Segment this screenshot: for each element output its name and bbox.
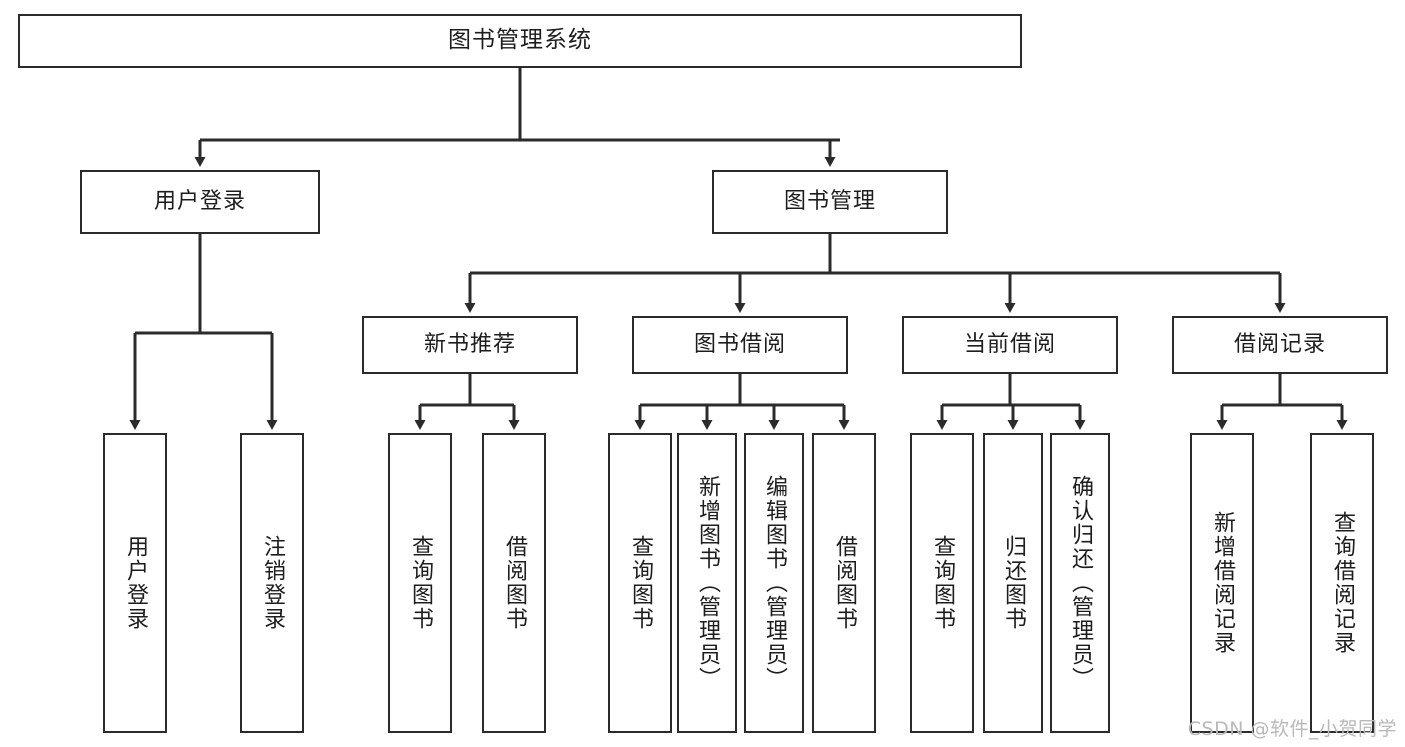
node-leaf-return-book-label: 归还图书 [1000, 535, 1026, 631]
node-borrow-record-label: 借阅记录 [1233, 331, 1326, 357]
node-leaf-user-login[interactable]: 用户登录 [103, 433, 167, 733]
node-leaf-query-book-1-label: 查询图书 [407, 535, 433, 631]
node-book-manage-label: 图书管理 [783, 188, 876, 214]
node-leaf-query-book-2-label: 查询图书 [627, 535, 653, 631]
node-leaf-logout-label: 注销登录 [259, 535, 285, 631]
node-leaf-borrow-book-1[interactable]: 借阅图书 [482, 433, 546, 733]
node-root[interactable]: 图书管理系统 [18, 14, 1022, 68]
node-book-borrow-label: 图书借阅 [693, 331, 786, 357]
node-leaf-query-book-3-label: 查询图书 [929, 535, 955, 631]
node-root-label: 图书管理系统 [448, 27, 592, 54]
node-leaf-query-record-label: 查询借阅记录 [1329, 511, 1355, 655]
node-leaf-borrow-book-2[interactable]: 借阅图书 [812, 433, 876, 733]
node-leaf-add-book[interactable]: 新增图书（管理员） [677, 433, 737, 733]
node-leaf-return-book[interactable]: 归还图书 [983, 433, 1043, 733]
node-leaf-logout[interactable]: 注销登录 [240, 433, 304, 733]
node-book-borrow[interactable]: 图书借阅 [632, 316, 848, 374]
node-new-book-recommend-label: 新书推荐 [423, 331, 516, 357]
node-user-login[interactable]: 用户登录 [80, 170, 320, 234]
node-book-manage[interactable]: 图书管理 [712, 170, 948, 234]
node-leaf-confirm-return-label: 确认归还（管理员） [1067, 475, 1093, 691]
node-leaf-query-record[interactable]: 查询借阅记录 [1310, 433, 1374, 733]
node-current-borrow-label: 当前借阅 [963, 331, 1056, 357]
node-leaf-add-book-label: 新增图书（管理员） [694, 475, 720, 691]
node-borrow-record[interactable]: 借阅记录 [1172, 316, 1388, 374]
node-user-login-label: 用户登录 [153, 188, 246, 214]
node-leaf-add-record[interactable]: 新增借阅记录 [1190, 433, 1254, 733]
node-leaf-query-book-3[interactable]: 查询图书 [910, 433, 974, 733]
node-leaf-query-book-2[interactable]: 查询图书 [608, 433, 672, 733]
node-leaf-edit-book[interactable]: 编辑图书（管理员） [744, 433, 804, 733]
watermark: CSDN @软件_小贺同学 [1187, 718, 1397, 740]
node-leaf-query-book-1[interactable]: 查询图书 [388, 433, 452, 733]
node-leaf-borrow-book-2-label: 借阅图书 [831, 535, 857, 631]
node-leaf-borrow-book-1-label: 借阅图书 [501, 535, 527, 631]
node-current-borrow[interactable]: 当前借阅 [902, 316, 1118, 374]
node-new-book-recommend[interactable]: 新书推荐 [362, 316, 578, 374]
node-leaf-confirm-return[interactable]: 确认归还（管理员） [1050, 433, 1110, 733]
node-leaf-edit-book-label: 编辑图书（管理员） [761, 475, 787, 691]
node-leaf-add-record-label: 新增借阅记录 [1209, 511, 1235, 655]
node-leaf-user-login-label: 用户登录 [122, 535, 148, 631]
